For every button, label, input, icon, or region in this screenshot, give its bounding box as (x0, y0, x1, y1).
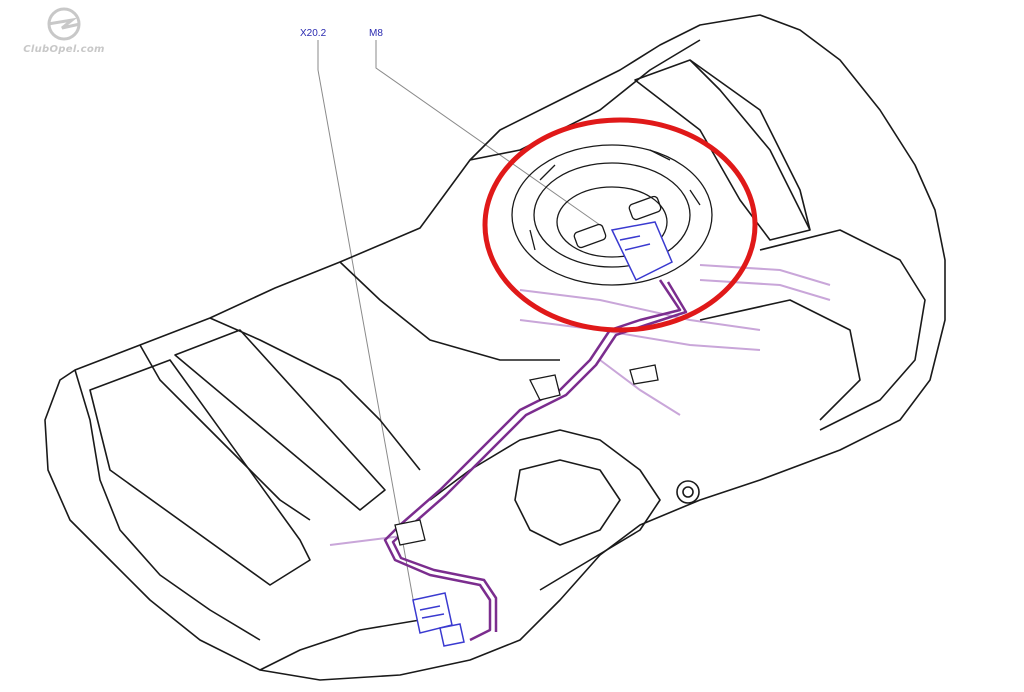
wiring-harness (383, 279, 688, 642)
leader-line-m8 (375, 40, 601, 226)
fuel-pump-assembly (511, 144, 713, 286)
clip-lower (394, 519, 426, 546)
callout-x20-2-label: X20.2 (300, 28, 327, 39)
watermark-text: ClubOpel.com (23, 44, 105, 55)
clubopel-watermark: ClubOpel.com (14, 6, 114, 62)
highlight-circle (482, 117, 758, 333)
opel-logo-icon (47, 7, 81, 41)
harness-strands-light (329, 264, 831, 546)
leader-line-x20-2 (317, 40, 416, 611)
clip-right (629, 364, 659, 385)
callout-leader-lines (317, 40, 601, 611)
x20-2-connector (412, 592, 465, 647)
fuel-tank-outline (44, 14, 946, 681)
harness-clips (394, 364, 659, 546)
clip-upper (529, 374, 561, 401)
pump-connector (610, 221, 673, 282)
callout-m8-label: M8 (369, 28, 383, 39)
